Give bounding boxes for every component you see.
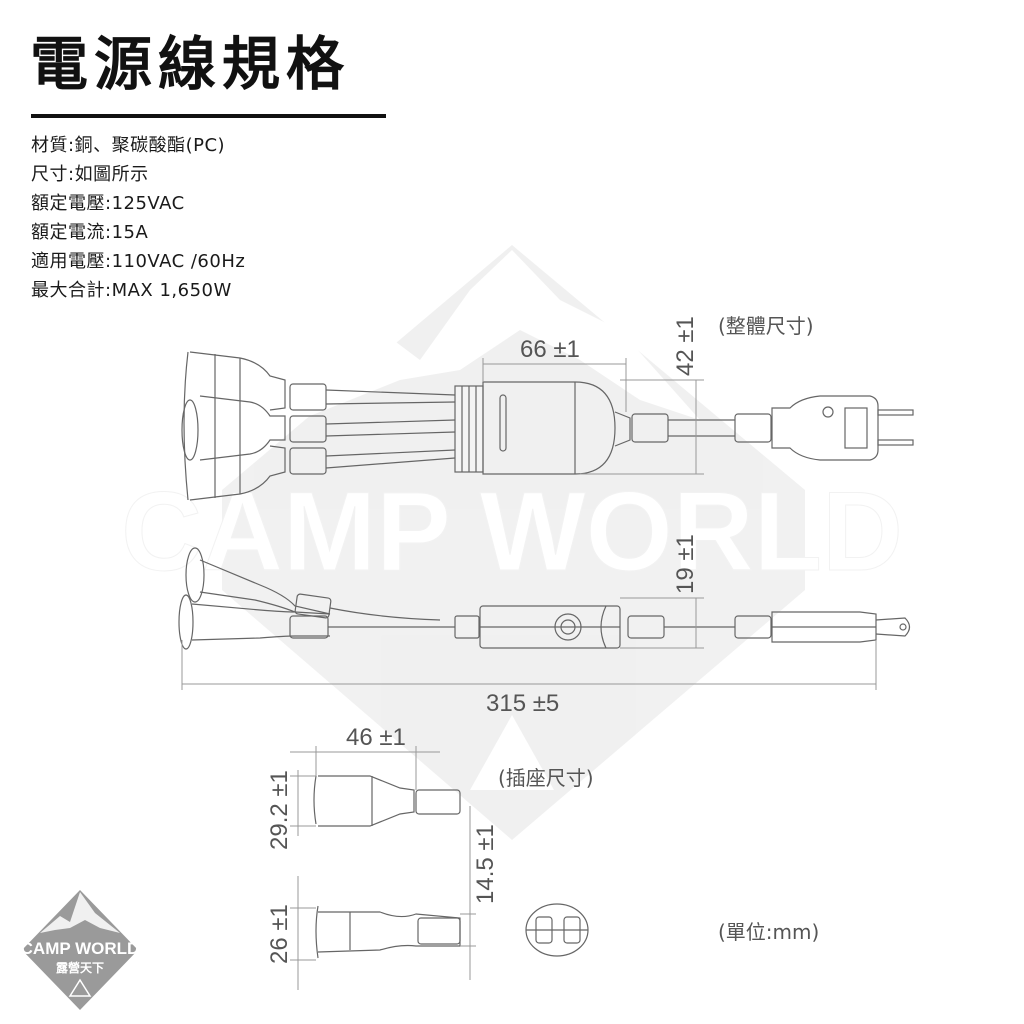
dimension-lines bbox=[181, 358, 877, 990]
watermark-diamond-icon bbox=[222, 245, 805, 840]
overall-size-label: (整體尺寸) bbox=[718, 314, 814, 338]
spec-list: 材質:銅、聚碳酸酯(PC) 尺寸:如圖所示 額定電壓:125VAC 額定電流:1… bbox=[31, 131, 245, 305]
spec-material: 材質:銅、聚碳酸酯(PC) bbox=[31, 135, 226, 156]
dim-side-height: 19 ±1 bbox=[672, 534, 699, 594]
unit-label: (單位:mm) bbox=[718, 920, 820, 944]
logo-brand-text: CAMP WORLD bbox=[21, 939, 140, 958]
spec-rated-voltage: 額定電壓:125VAC bbox=[31, 193, 185, 214]
spec-applicable-voltage: 適用電壓:110VAC /60Hz bbox=[31, 251, 246, 272]
dim-total-length: 315 ±5 bbox=[486, 690, 560, 717]
dim-socket-side-height: 26 ±1 bbox=[266, 904, 293, 964]
page-title: 電源線規格 bbox=[30, 30, 351, 98]
socket-size-label: (插座尺寸) bbox=[498, 766, 594, 790]
dim-socket-height: 29.2 ±1 bbox=[266, 770, 293, 850]
logo-subtitle-text: 露營天下 bbox=[56, 960, 104, 975]
top-view-cable bbox=[181, 351, 914, 501]
camp-world-logo-icon: CAMP WORLD 露營天下 bbox=[21, 890, 140, 1010]
dim-box-width: 66 ±1 bbox=[520, 336, 580, 363]
side-view-cable bbox=[178, 547, 911, 650]
dim-socket-length: 46 ±1 bbox=[346, 724, 406, 751]
dim-box-height: 42 ±1 bbox=[672, 316, 699, 376]
spec-max-total: 最大合計:MAX 1,650W bbox=[31, 280, 232, 301]
socket-detail bbox=[313, 775, 589, 959]
spec-rated-current: 額定電流:15A bbox=[31, 222, 149, 243]
title-underline bbox=[31, 114, 386, 118]
spec-size: 尺寸:如圖所示 bbox=[31, 164, 149, 185]
dim-socket-cable-offset: 14.5 ±1 bbox=[472, 824, 499, 904]
watermark-text: CAMP WORLD bbox=[121, 469, 903, 594]
